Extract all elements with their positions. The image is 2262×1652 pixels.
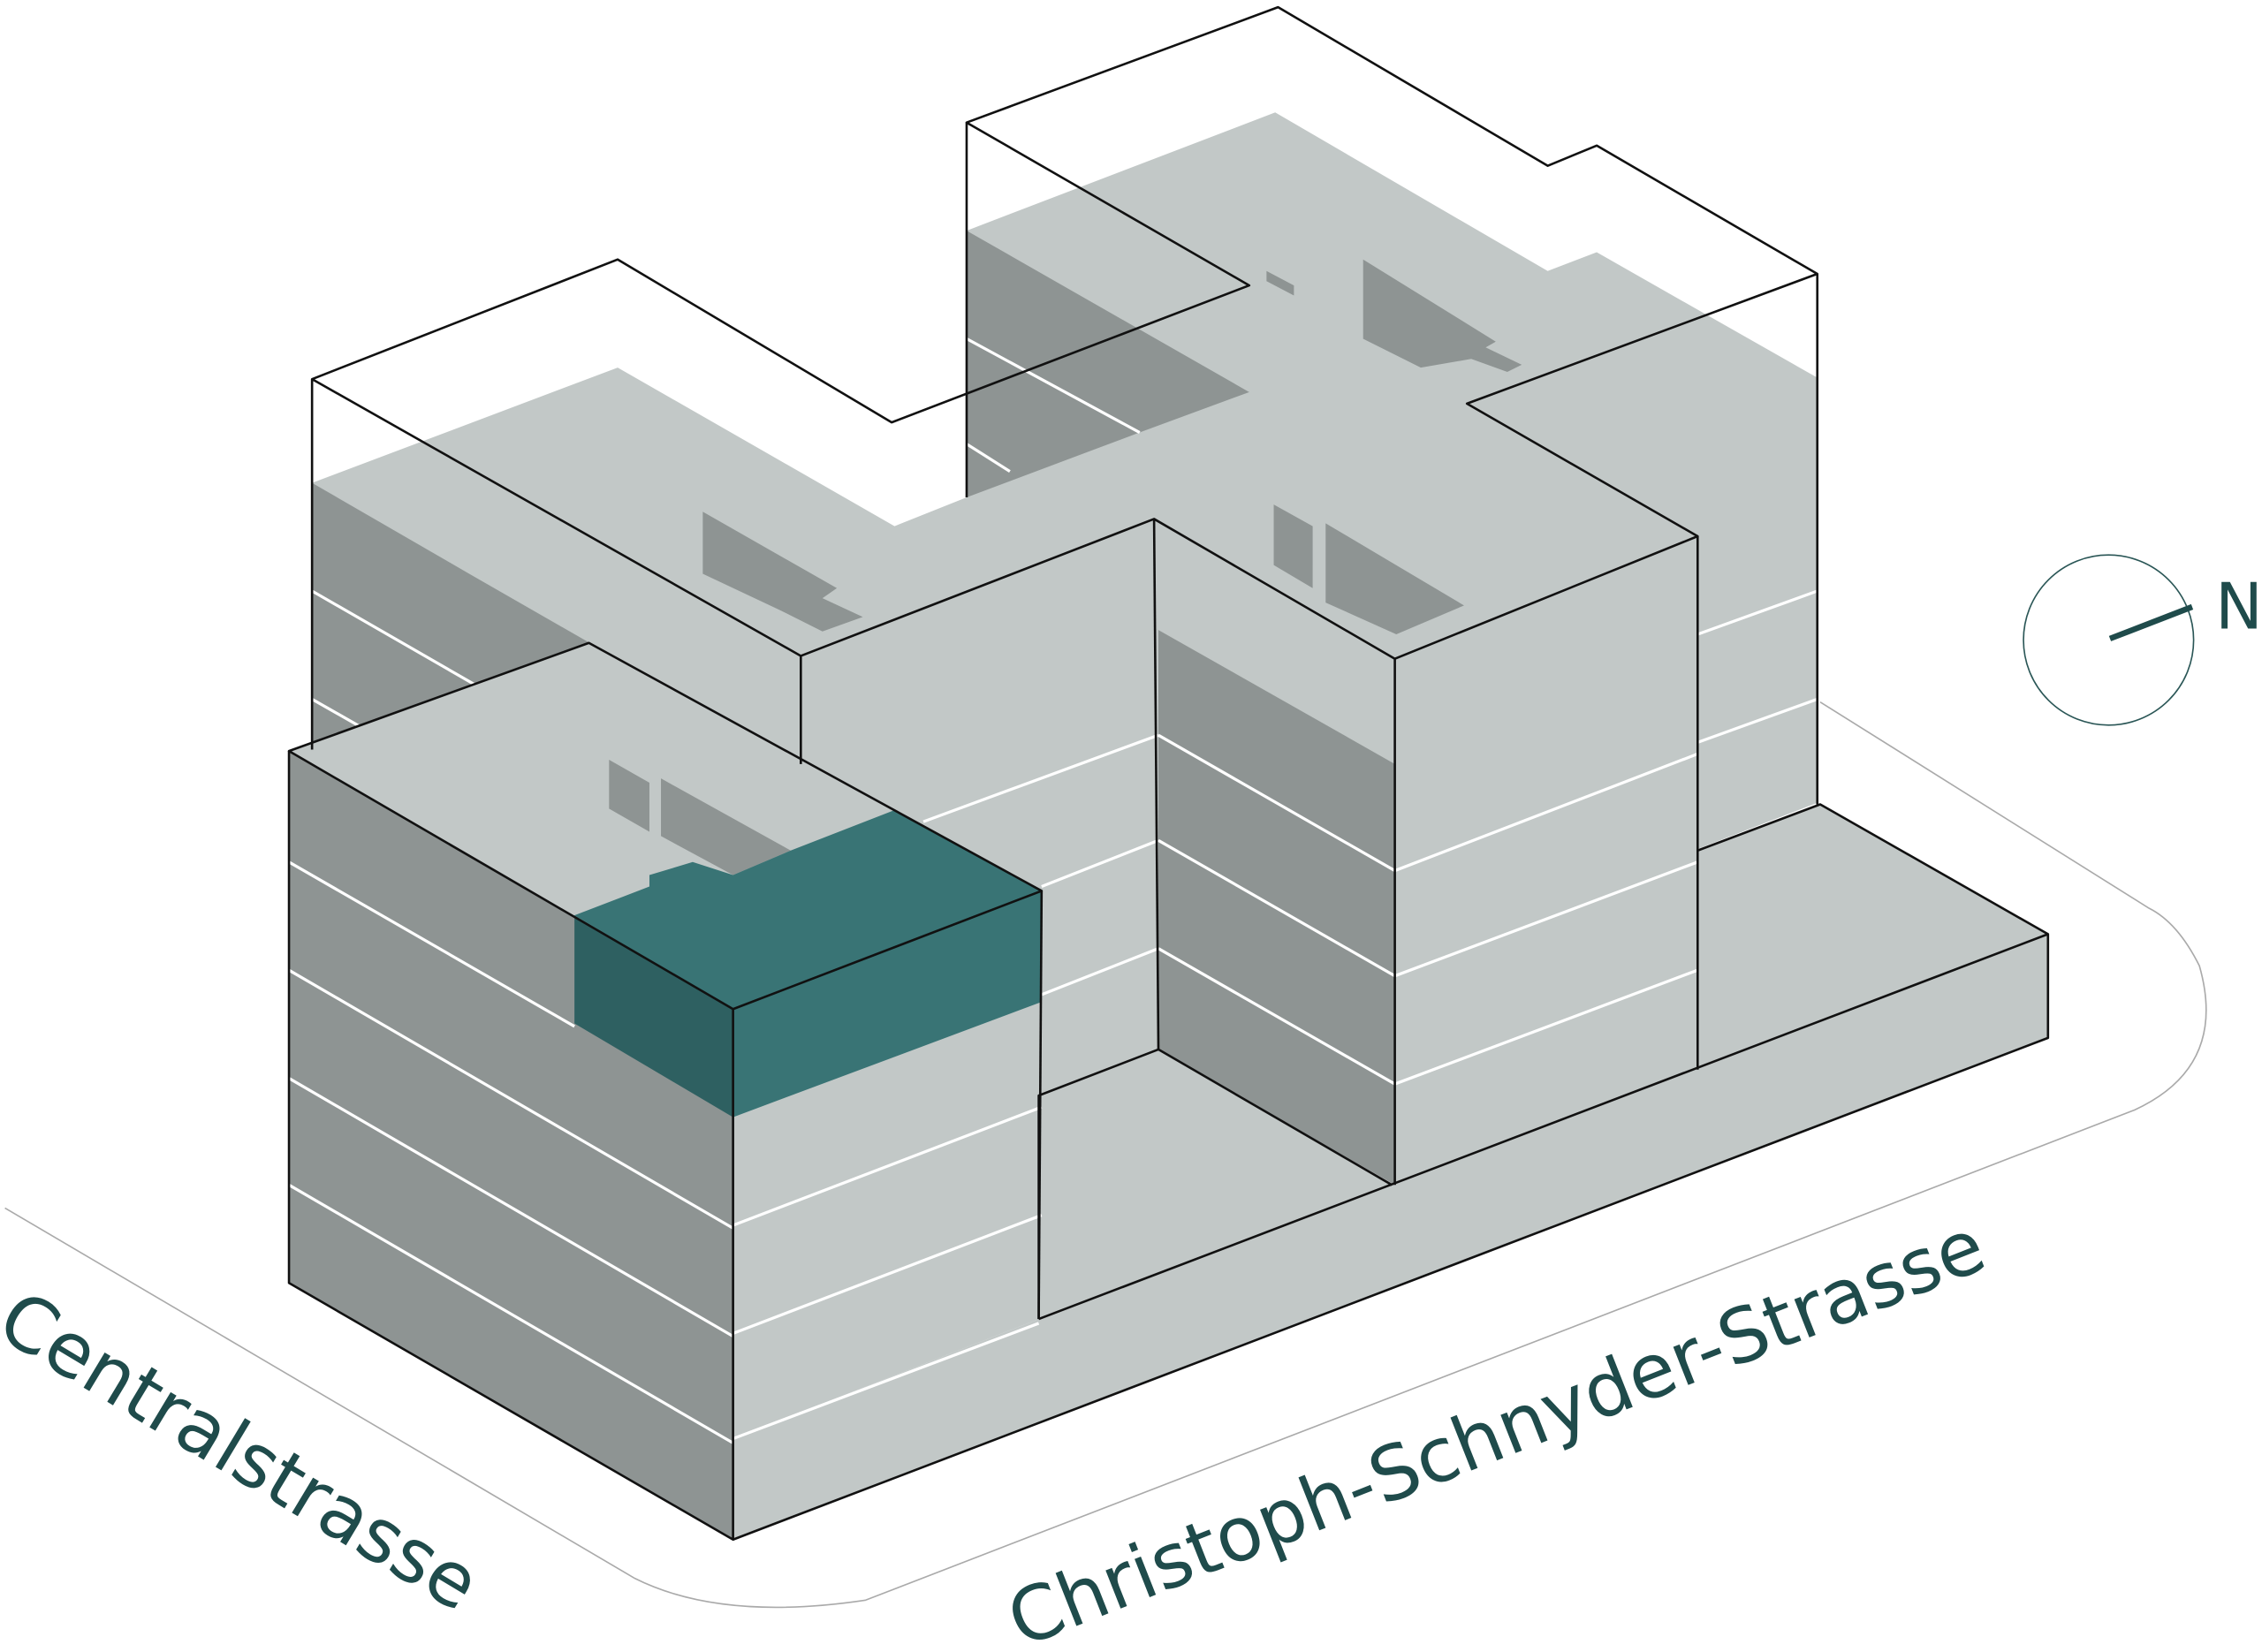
street-outline: [4, 701, 2207, 1609]
highlighted-unit-shadow: [574, 915, 733, 1118]
podium-front: [732, 934, 2048, 1540]
middle-right-face: [1394, 536, 1698, 1186]
roof-fixture: [661, 778, 791, 875]
north-arrow-icon: [2108, 603, 2194, 641]
middle-front-face: [801, 519, 1159, 1096]
roof-fixture: [702, 512, 863, 632]
highlighted-unit-side: [732, 890, 1042, 1118]
podium-top: [1038, 804, 2048, 1320]
compass-ring: [2023, 554, 2195, 726]
highlighted-unit-top: [574, 810, 1042, 1010]
compass-label: N: [2215, 569, 2262, 643]
back-upper-face: [966, 231, 1249, 497]
roof-fixture: [1266, 270, 1294, 296]
roof-fixture: [1325, 523, 1464, 634]
floor-lines-front: [288, 860, 1043, 1444]
north-compass: N: [2023, 554, 2262, 726]
roof-fixture: [609, 759, 649, 832]
back-left-face: [312, 482, 801, 764]
roof-fixture: [1363, 259, 1522, 372]
building-edges: [287, 5, 2050, 1542]
roof-fixture: [1273, 504, 1313, 588]
